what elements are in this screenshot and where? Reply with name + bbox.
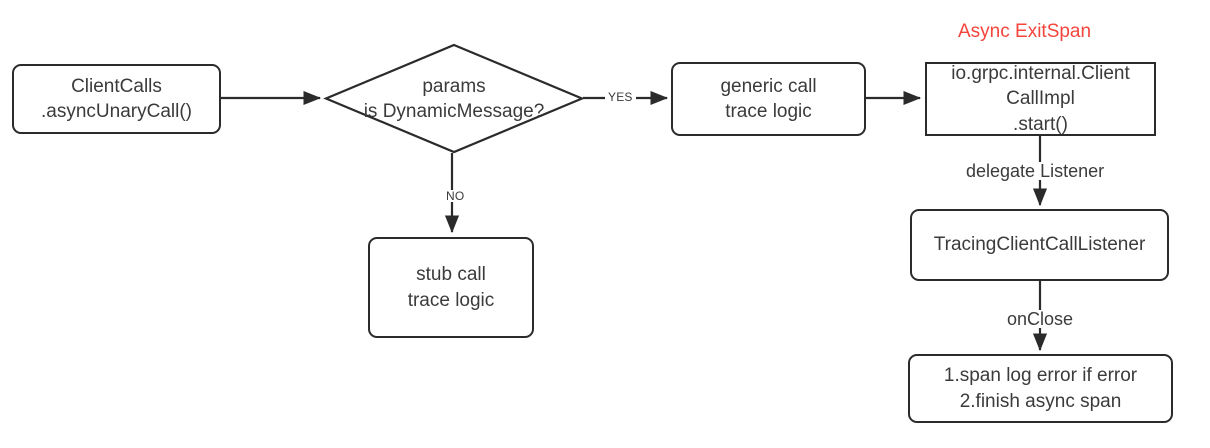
edge-label-no: NO <box>443 190 468 202</box>
annotation-async-exitspan: Async ExitSpan <box>958 21 1092 42</box>
node-tracing-client-call-listener[interactable]: TracingClientCallListener <box>910 209 1169 281</box>
node-decision-label: params is DynamicMessage? <box>363 75 545 122</box>
edge-label-delegate-listener: delegate Listener <box>963 162 1108 180</box>
edge-label-yes: YES <box>605 91 636 103</box>
node-client-calls[interactable]: ClientCalls .asyncUnaryCall() <box>12 64 221 134</box>
edge-label-onclose: onClose <box>1004 310 1077 328</box>
node-decision-dynamic-message[interactable]: params is DynamicMessage? <box>323 43 585 154</box>
node-client-call-impl-start[interactable]: io.grpc.internal.Client CallImpl .start(… <box>925 62 1156 136</box>
node-stub-call-trace-logic[interactable]: stub call trace logic <box>368 237 534 338</box>
node-onclose-actions[interactable]: 1.span log error if error 2.finish async… <box>908 354 1173 423</box>
diamond-shape <box>323 43 585 154</box>
node-generic-call-trace-logic[interactable]: generic call trace logic <box>671 62 866 136</box>
